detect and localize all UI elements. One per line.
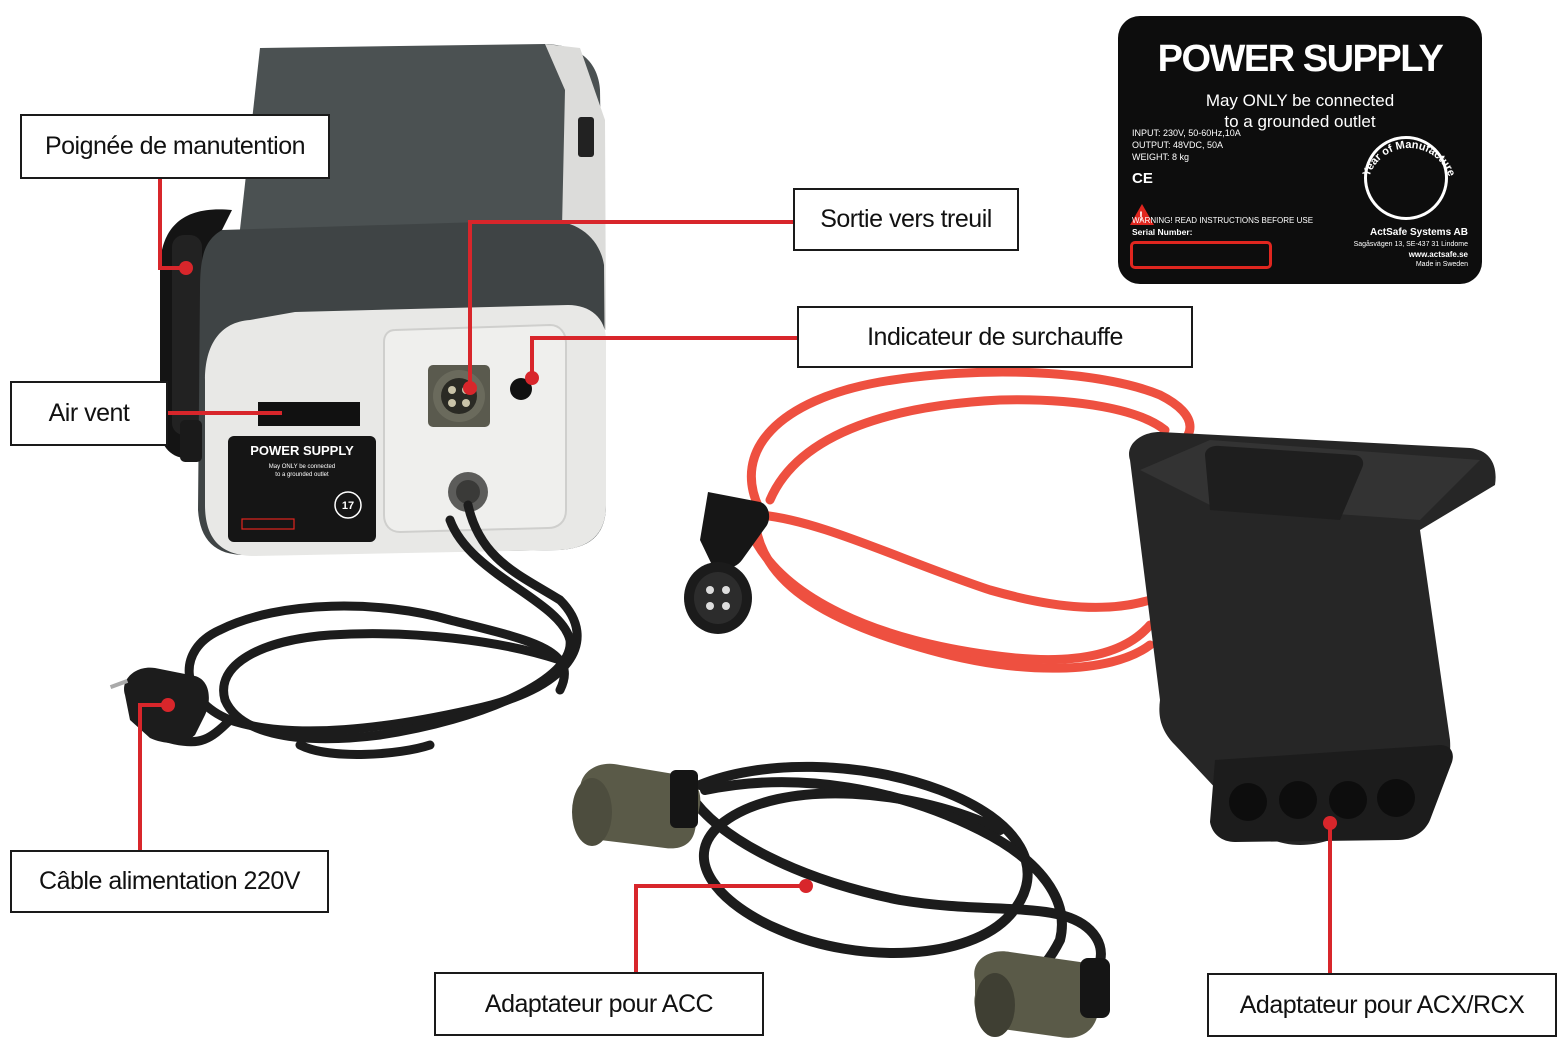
warning-icon: [1130, 204, 1154, 225]
leader-overheat: [530, 336, 799, 378]
leader-winch: [468, 220, 795, 388]
plate-website: www.actsafe.se: [1408, 250, 1468, 259]
rating-plate: POWER SUPPLY May ONLY be connected to a …: [1118, 16, 1482, 284]
serial-label: Serial Number:: [1132, 227, 1193, 237]
dot-winch: [463, 381, 477, 395]
winch-cable: [745, 367, 1195, 673]
ce-mark: CE: [1132, 170, 1153, 187]
unit-label-line1: May ONLY be connected: [269, 464, 335, 470]
callout-winch-output: Sortie vers treuil: [793, 188, 1019, 251]
plate-output: OUTPUT: 48VDC, 50A: [1132, 140, 1224, 150]
callout-overheat: Indicateur de surchauffe: [797, 306, 1193, 368]
unit-label-line2: to a grounded outlet: [275, 472, 329, 478]
plate-warning: WARNING! READ INSTRUCTIONS BEFORE USE: [1132, 216, 1314, 225]
acc-cable: [685, 761, 1106, 990]
handle-inner: [172, 235, 202, 435]
plate-address-block: Sagåsvägen 13, SE-437 31 Lindome www.act…: [1354, 240, 1468, 269]
year-of-manufacture-circle: [1364, 136, 1448, 220]
serial-number-box: [1130, 241, 1272, 269]
acc-connector-left: [572, 763, 701, 849]
leader-dots: [161, 261, 1337, 893]
plate-warning-text: May ONLY be connected to a grounded outl…: [1118, 90, 1482, 132]
plate-title: POWER SUPPLY: [1157, 38, 1444, 80]
power-supply-unit: POWER SUPPLY May ONLY be connected to a …: [160, 44, 606, 556]
power-cable: [150, 500, 582, 759]
winch-pin-4: [462, 399, 470, 407]
unit-year-text: 17: [342, 500, 354, 512]
dot-overheat: [525, 371, 539, 385]
leader-handle: [158, 178, 186, 270]
dot-acc: [799, 879, 813, 893]
plate-made-in: Made in Sweden: [1415, 261, 1468, 268]
winch-pin-1: [448, 386, 456, 394]
dot-handle: [179, 261, 193, 275]
plate-input: INPUT: 230V, 50-60Hz,10A: [1132, 128, 1241, 138]
callout-air-vent: Air vent: [10, 381, 168, 446]
dot-cable: [161, 698, 175, 712]
plate-address: Sagåsvägen 13, SE-437 31 Lindome: [1353, 241, 1468, 248]
side-latch: [578, 117, 594, 157]
winch-cable-connector: [684, 492, 770, 634]
bottom-latch: [180, 420, 202, 462]
unit-year-circle: [334, 491, 362, 519]
acc-connector-right: [974, 951, 1110, 1038]
unit-label-plate: [228, 436, 376, 542]
overheat-indicator: [510, 378, 532, 400]
acx-rcx-adapter: [1129, 432, 1496, 845]
callout-handle: Poignée de manutention: [20, 114, 330, 179]
callout-power-cable: Câble alimentation 220V: [10, 850, 329, 913]
plate-weight: WEIGHT: 8 kg: [1132, 152, 1190, 162]
unit-label-title: POWER SUPPLY: [250, 443, 354, 458]
plate-line1: May ONLY be connected: [1205, 91, 1395, 110]
unit-serial-box: [241, 518, 295, 530]
leader-acc: [634, 884, 806, 972]
power-inlet-core: [456, 480, 480, 504]
leader-lines: [138, 178, 1332, 975]
plate-company: ActSafe Systems AB: [1369, 227, 1468, 238]
callout-acx-adapter: Adaptateur pour ACX/RCX: [1207, 973, 1557, 1037]
warning-exclamation: !: [1139, 209, 1143, 223]
callout-acc-adapter: Adaptateur pour ACC: [434, 972, 764, 1036]
plate-line2: to a grounded outlet: [1224, 112, 1376, 131]
leader-cable: [138, 703, 168, 852]
winch-pin-3: [448, 399, 456, 407]
dot-acx: [1323, 816, 1337, 830]
